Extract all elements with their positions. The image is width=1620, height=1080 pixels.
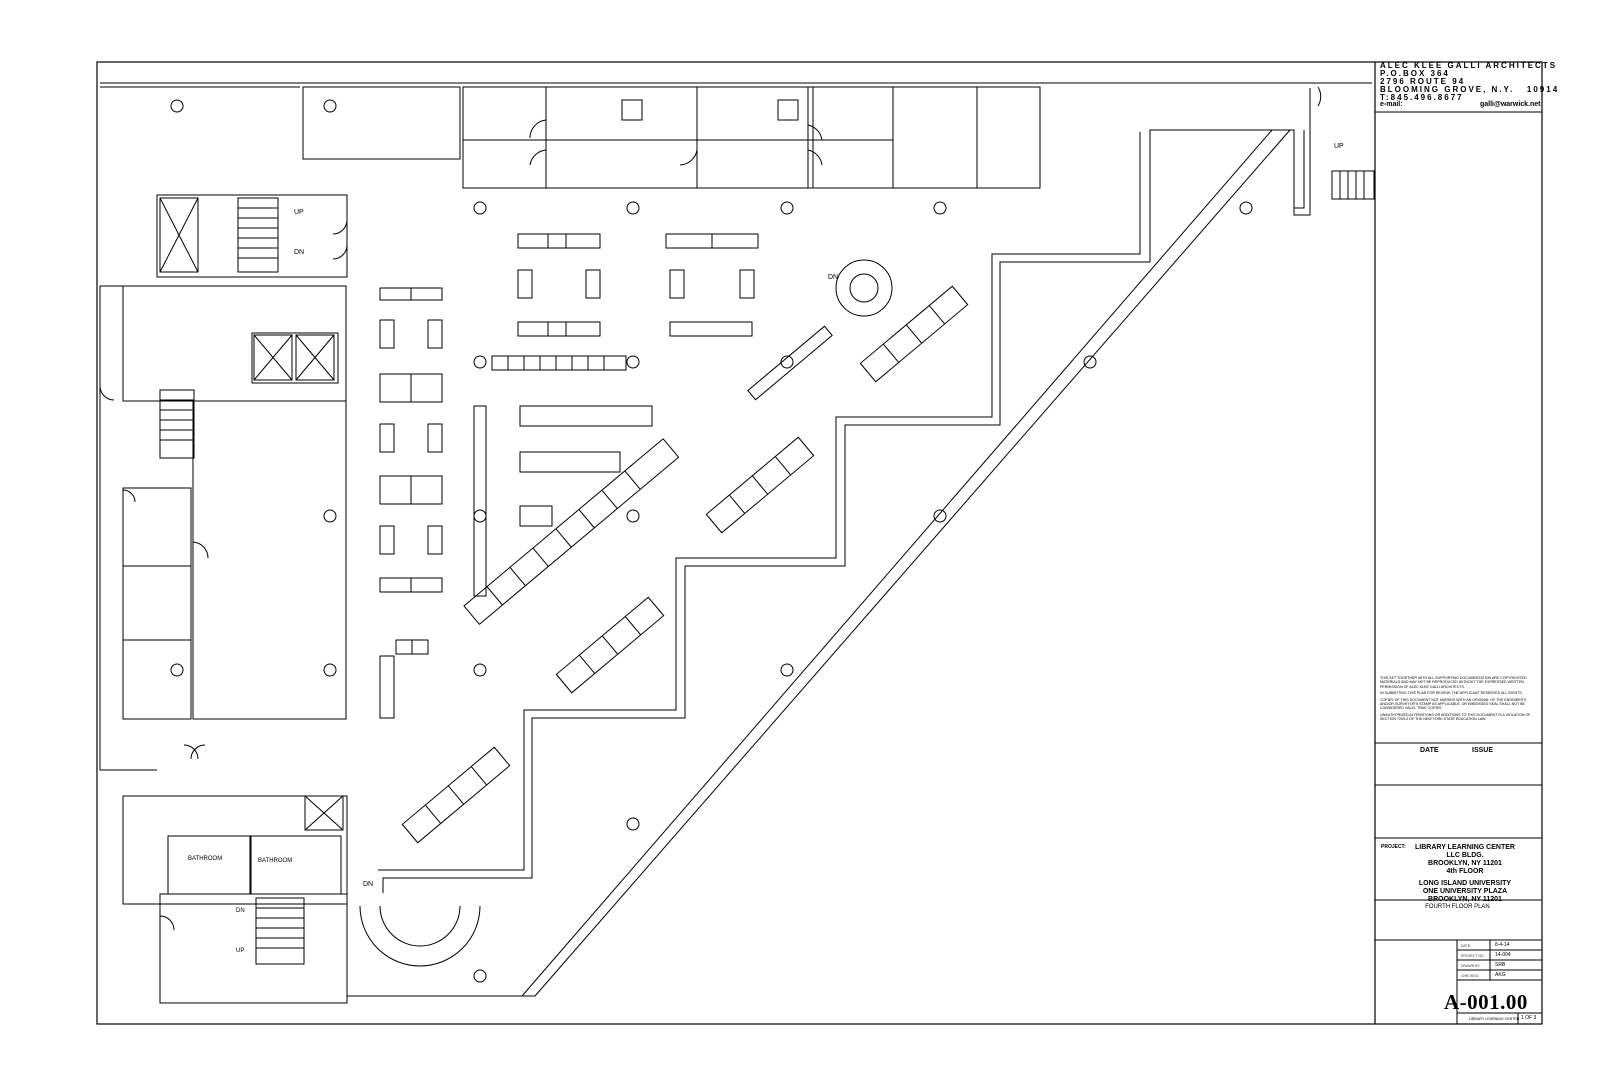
bathroom-label-1: BATHROOM bbox=[188, 856, 223, 862]
footer-project-label: LIBRARY LEARNING CENTER bbox=[1469, 1017, 1520, 1021]
meta-project-value: 14-004 bbox=[1495, 952, 1511, 958]
firm-po-box: P.O.BOX 364 bbox=[1380, 69, 1450, 78]
firm-name: ALEC KLEE GALLI ARCHITECTS bbox=[1380, 61, 1558, 70]
firm-info: ALEC KLEE GALLI ARCHITECTS P.O.BOX 364 2… bbox=[1380, 62, 1559, 102]
sheet-title: FOURTH FLOOR PLAN bbox=[1425, 904, 1490, 910]
project-city: BROOKLYN, NY 11201 bbox=[1428, 860, 1502, 867]
sheet-number: A-001.00 bbox=[1444, 990, 1528, 1014]
note-2: IN SUBMITTING THIS PLAN FOR REVIEW, THE … bbox=[1380, 691, 1523, 696]
firm-email: galli@warwick.net bbox=[1480, 101, 1541, 108]
meta-project-label: PROJECT NO. bbox=[1461, 954, 1485, 958]
page-count: 1 OF 3 bbox=[1521, 1015, 1537, 1021]
client-address: ONE UNIVERSITY PLAZA bbox=[1422, 888, 1508, 895]
bathroom-label-2: BATHROOM bbox=[258, 858, 293, 864]
spiral-stair-down-label-2: DN bbox=[363, 881, 374, 888]
project-info: LIBRARY LEARNING CENTER LLC BLDG. BROOKL… bbox=[1405, 844, 1525, 904]
stair-down-label: DN bbox=[294, 249, 305, 256]
project-building: LLC BLDG. bbox=[1446, 852, 1484, 859]
firm-street: 2796 ROUTE 94 bbox=[1380, 77, 1466, 86]
client-name: LONG ISLAND UNIVERSITY bbox=[1418, 880, 1512, 887]
meta-drawn-label: DRAWN BY: bbox=[1461, 964, 1481, 968]
right-stair-up-label: UP bbox=[1334, 143, 1344, 150]
issue-header: ISSUE bbox=[1472, 747, 1494, 754]
note-3: COPIES OF THIS DOCUMENT NOT MARKED WITH … bbox=[1380, 697, 1527, 711]
date-header: DATE bbox=[1420, 747, 1439, 754]
lower-stair-up-label: UP bbox=[236, 948, 245, 954]
firm-city: BLOOMING GROVE, N.Y. 10914 bbox=[1380, 85, 1560, 94]
meta-checked-label: CHECKED: bbox=[1461, 974, 1480, 978]
firm-phone: T:845.496.8677 bbox=[1380, 93, 1464, 102]
copyright-notes: THIS SET TOGETHER WITH ALL SUPPORTING DO… bbox=[1380, 676, 1538, 724]
lower-stair-down-label: DN bbox=[236, 908, 245, 914]
email-label: e-mail: bbox=[1380, 101, 1403, 108]
note-4: UNAUTHORIZED ALTERATIONS OR ADDITIONS TO… bbox=[1380, 712, 1531, 722]
note-1: THIS SET TOGETHER WITH ALL SUPPORTING DO… bbox=[1380, 676, 1527, 689]
meta-checked-value: AKG bbox=[1495, 972, 1506, 978]
project-label: PROJECT: bbox=[1381, 844, 1406, 850]
project-name: LIBRARY LEARNING CENTER bbox=[1415, 844, 1515, 851]
meta-drawn-value: SRB bbox=[1495, 962, 1506, 968]
meta-date-label: DATE: bbox=[1461, 944, 1472, 948]
project-floor: 4th FLOOR bbox=[1446, 868, 1484, 875]
client-city: BROOKLYN, NY 11201 bbox=[1428, 896, 1502, 903]
spiral-stair-down-label: DN bbox=[828, 274, 839, 281]
meta-date-value: 8-4-14 bbox=[1495, 942, 1510, 948]
stair-up-label: UP bbox=[294, 209, 304, 216]
